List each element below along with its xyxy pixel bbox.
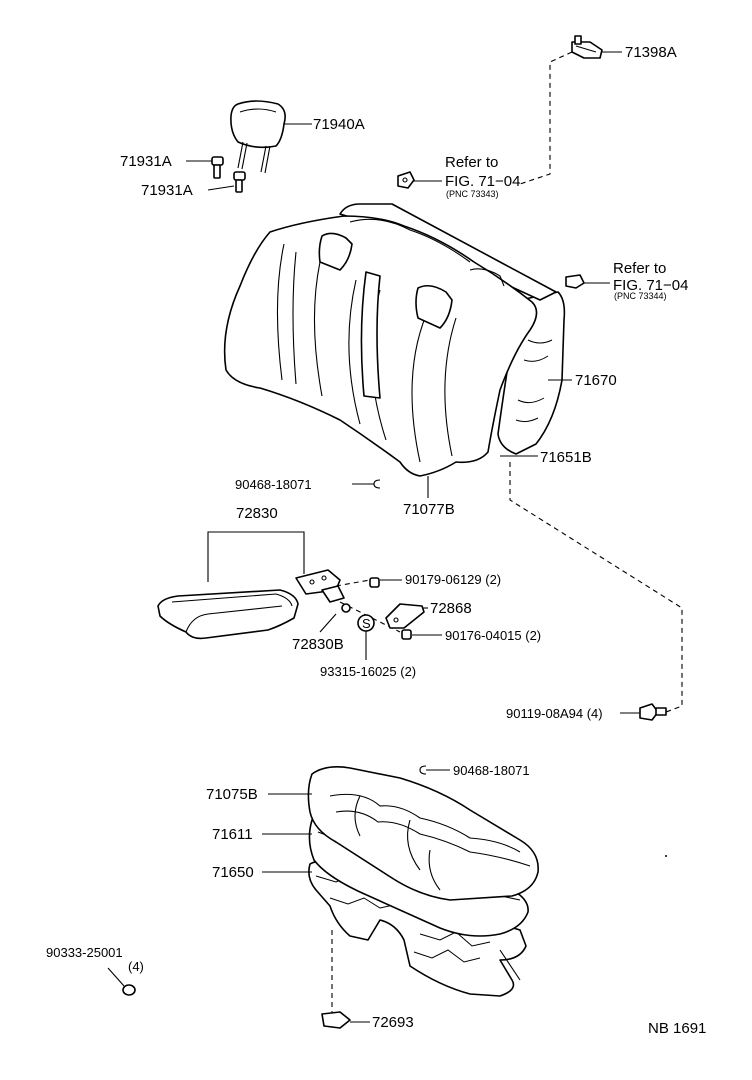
refer-1-line2: FIG. 71−04 — [445, 173, 520, 190]
refer-1-line1: Refer to — [445, 154, 498, 171]
figure-id: NB 1691 — [648, 1020, 706, 1037]
refer-2-pnc: (PNC 73344) — [614, 291, 667, 301]
lock-bracket-right-drawing — [565, 274, 585, 289]
cushion-cover-drawing — [307, 766, 539, 901]
headrest-support-2-drawing — [233, 171, 246, 193]
label-71075B: 71075B — [206, 786, 258, 803]
label-71931A-upper: 71931A — [120, 153, 172, 170]
label-90333-25001: 90333-25001 — [46, 945, 123, 960]
label-72868: 72868 — [430, 600, 472, 617]
lock-bracket-left-drawing — [397, 171, 415, 189]
refer-2-line2: FIG. 71−04 — [613, 277, 688, 294]
label-90468-18071-upper: 90468-18071 — [235, 477, 312, 492]
label-72830: 72830 — [236, 505, 278, 522]
label-71650: 71650 — [212, 864, 254, 881]
label-93315-16025: 93315-16025 (2) — [320, 664, 416, 679]
label-71931A-lower: 71931A — [141, 182, 193, 199]
headrest-support-1-drawing — [211, 156, 224, 179]
label-90119-08A94: 90119-08A94 (4) — [506, 706, 603, 721]
label-90179-06129: 90179-06129 (2) — [405, 572, 501, 587]
armrest-bracket-drawing — [295, 569, 345, 603]
seat-back-drawing — [223, 203, 566, 477]
label-71611: 71611 — [212, 826, 253, 843]
clip-drawing — [321, 1011, 351, 1029]
nut-2-drawing — [401, 629, 412, 640]
label-71651B: 71651B — [540, 449, 592, 466]
label-71077B: 71077B — [403, 501, 455, 518]
grommet-drawing — [122, 984, 136, 996]
bolt-drawing — [639, 703, 667, 721]
label-71398A: 71398A — [625, 44, 677, 61]
nut-1-drawing — [369, 577, 380, 588]
label-90333-25001-qty: (4) — [128, 959, 144, 974]
label-71940A: 71940A — [313, 116, 365, 133]
bushing-letter: S — [362, 616, 371, 631]
bushing-drawing: S — [357, 614, 375, 632]
hook-drawing — [571, 35, 603, 59]
hinge-drawing — [385, 603, 425, 629]
refer-2-line1: Refer to — [613, 260, 666, 277]
label-90468-18071-lower: 90468-18071 — [453, 763, 530, 778]
label-90176-04015: 90176-04015 (2) — [445, 628, 541, 643]
refer-1-pnc: (PNC 73343) — [446, 189, 499, 199]
armrest-drawing — [157, 589, 299, 640]
label-72693: 72693 — [372, 1014, 414, 1031]
label-72830B: 72830B — [292, 636, 344, 653]
label-71670: 71670 — [575, 372, 617, 389]
headrest-drawing — [230, 100, 286, 174]
